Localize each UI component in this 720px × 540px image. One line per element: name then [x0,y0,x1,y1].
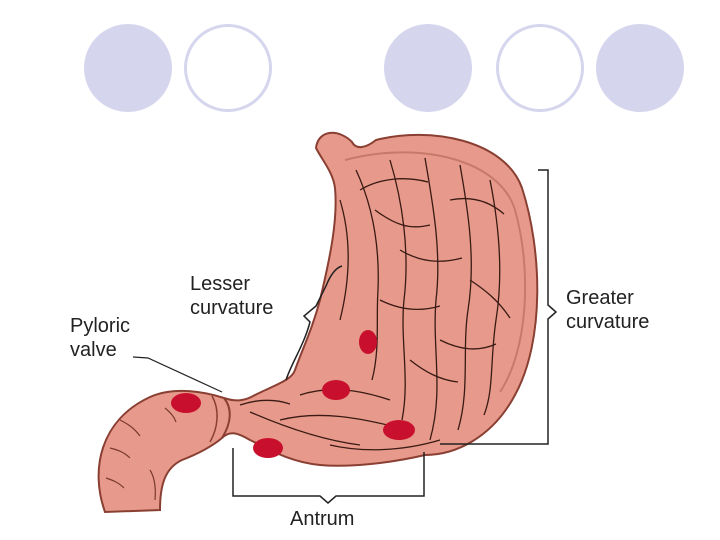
label-lesser-line-1: Lesser [190,272,273,296]
ulcer-duodenal [171,393,201,413]
label-greater-line-2: curvature [566,310,649,334]
label-lesser-curvature: Lesser curvature [190,272,273,320]
ulcer-lesser-curvature [359,330,377,354]
pyloric-valve-leader [133,357,222,392]
stomach-body [99,133,538,512]
label-lesser-line-2: curvature [190,296,273,320]
ulcer-body [322,380,350,400]
label-greater-curvature: Greater curvature [566,286,649,334]
label-pyloric-line-2: valve [70,338,130,362]
label-pyloric-valve: Pyloric valve [70,314,130,362]
ulcer-greater-curvature [383,420,415,440]
ulcer-antrum [253,438,283,458]
label-pyloric-line-1: Pyloric [70,314,130,338]
label-greater-line-1: Greater [566,286,649,310]
label-antrum: Antrum [290,507,354,531]
